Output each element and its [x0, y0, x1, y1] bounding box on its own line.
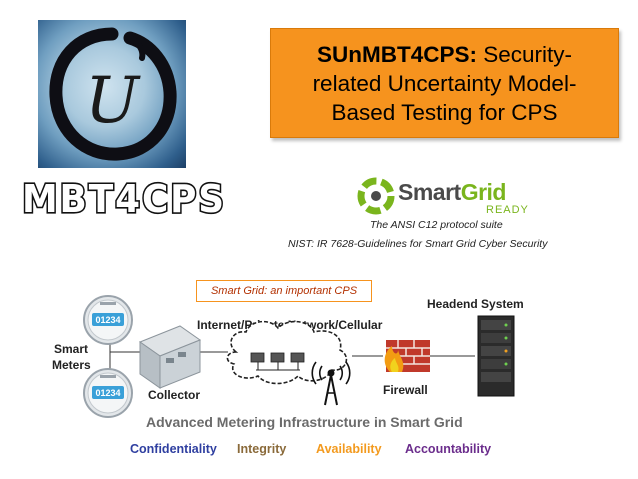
property-availability: Availability — [316, 442, 382, 456]
network-cloud-icon — [226, 320, 348, 385]
collector-icon — [138, 325, 202, 389]
smartgrid-wordmark: SmartGrid — [398, 179, 506, 205]
diagram-caption: Advanced Metering Infrastructure in Smar… — [146, 414, 463, 430]
collector-label: Collector — [148, 388, 201, 402]
ansi-reference: The ANSI C12 protocol suite — [370, 219, 503, 231]
title-line2: related Uncertainty Model- — [312, 70, 577, 96]
nist-reference: NIST: IR 7628-Guidelines for Smart Grid … — [288, 238, 548, 250]
title-line3: Based Testing for CPS — [331, 99, 558, 125]
firewall-label: Firewall — [383, 383, 428, 397]
smart-meter-icon: 01234 — [83, 295, 133, 345]
smartgrid-ready: READY — [486, 204, 529, 216]
svg-text:MBT4CPS: MBT4CPS — [22, 177, 226, 218]
headend-server-icon — [477, 315, 515, 397]
smart-meters-label-1: Smart — [54, 342, 89, 356]
svg-text:01234: 01234 — [95, 388, 120, 398]
mbt4cps-wordmark: MBT4CPS — [20, 176, 226, 218]
smart-meters-label-2: Meters — [52, 358, 91, 372]
property-accountability: Accountability — [405, 442, 492, 456]
note-box: Smart Grid: an important CPS — [196, 280, 372, 302]
smart-meter-icon: 01234 — [83, 368, 133, 418]
title-box: SUnMBT4CPS: Security- related Uncertaint… — [270, 28, 619, 138]
cell-tower-icon — [311, 361, 351, 406]
svg-text:01234: 01234 — [95, 315, 120, 325]
logo-u-icon: U — [38, 20, 186, 168]
smartgrid-logo-icon — [357, 177, 395, 215]
firewall-icon — [384, 340, 430, 372]
title-bold: SUnMBT4CPS: — [316, 41, 477, 67]
headend-label: Headend System — [427, 297, 524, 311]
title-line1: Security- — [476, 41, 573, 67]
logo-letter: U — [85, 64, 141, 138]
property-integrity: Integrity — [237, 442, 287, 456]
property-confidentiality: Confidentiality — [130, 442, 217, 456]
